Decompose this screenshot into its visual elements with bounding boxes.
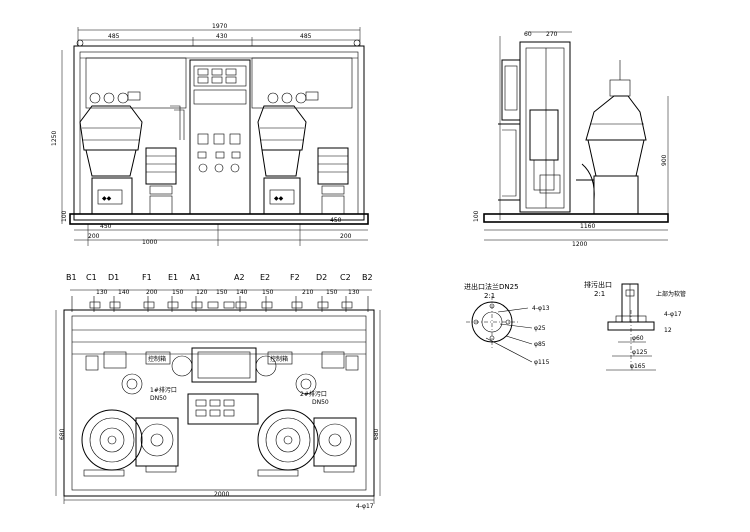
pipe-label-c1: C1: [86, 273, 97, 282]
pipe-label-f1: F1: [142, 273, 152, 282]
pipe-label-f2: F2: [290, 273, 300, 282]
drain-d3: φ165: [630, 363, 646, 370]
spacing-9: 150: [326, 289, 338, 296]
drain-d2: φ125: [632, 349, 648, 356]
flange-d2: φ85: [534, 341, 546, 348]
dim-base-1000: 1000: [142, 239, 157, 246]
flange-holes: 4-φ13: [532, 305, 550, 312]
drain-1-size: DN50: [150, 395, 167, 402]
separator-right: ◆◆: [257, 91, 349, 215]
spacing-6: 140: [236, 289, 248, 296]
dim-height-900: 900: [661, 154, 668, 166]
pipe-label-d2: D2: [316, 273, 327, 282]
tag-right: 控制箱: [270, 355, 288, 363]
separator-left: ◆◆: [79, 91, 185, 215]
flange-title: 进出口法兰DN25: [464, 282, 519, 291]
dim-base-200-right: 200: [340, 233, 352, 240]
spacing-8: 210: [302, 289, 314, 296]
detail-flange: 进出口法兰DN25 2:1 4-φ13 φ25 φ85 φ115: [464, 282, 550, 366]
pipe-label-b1: B1: [66, 273, 77, 282]
spacing-10: 130: [348, 289, 360, 296]
drain-1-label: 1#排污口: [150, 386, 177, 394]
dim-side-100: 100: [61, 210, 68, 222]
drain-2-label: 2#排污口: [300, 390, 327, 398]
spacing-3: 150: [172, 289, 184, 296]
detail-drain: 排污出口 2:1 上部为软管 4-φ17 φ60 φ125 φ165 12: [584, 280, 686, 371]
flange-scale: 2:1: [484, 292, 495, 300]
dim-height: 1250: [51, 131, 58, 146]
tag-left: 控制箱: [148, 355, 166, 363]
pipe-label-e1: E1: [168, 273, 178, 282]
pipe-label-b2: B2: [362, 273, 373, 282]
dim-top-270: 270: [546, 31, 558, 38]
spacing-1: 140: [118, 289, 130, 296]
plan-width-2000: 2000: [214, 491, 229, 498]
svg-text:◆◆: ◆◆: [274, 195, 284, 202]
spacing-0: 130: [96, 289, 108, 296]
flange-d3: φ115: [534, 359, 550, 366]
dim-width-1200: 1200: [572, 241, 587, 248]
drain-title: 排污出口: [584, 280, 612, 289]
pipe-label-c2: C2: [340, 273, 351, 282]
drain-2-size: DN50: [312, 399, 329, 406]
front-view: 1970 485 430 485: [51, 23, 369, 246]
drain-d1: φ60: [632, 335, 644, 342]
plan-height-right: 680: [373, 428, 380, 440]
dim-mid-part: 430: [216, 33, 228, 40]
drain-holes: 4-φ17: [664, 311, 682, 318]
pipe-label-a1: A1: [190, 273, 201, 282]
dim-top-60: 60: [524, 31, 532, 38]
dim-base-450-right: 450: [330, 217, 342, 224]
dim-width-1160: 1160: [580, 223, 595, 230]
drain-h: 12: [664, 327, 672, 334]
dim-left-part: 485: [108, 33, 120, 40]
plan-height-left: 680: [59, 428, 66, 440]
dim-base-left: 200: [88, 233, 100, 240]
drain-scale: 2:1: [594, 290, 605, 298]
pipe-label-a2: A2: [234, 273, 245, 282]
spacing-5: 150: [216, 289, 228, 296]
plan-view: B1 C1 D1 F1 E1 A1 A2 E2 F2 D2 C2 B2 130 …: [55, 273, 381, 510]
spacing-7: 150: [262, 289, 274, 296]
drain-note: 上部为软管: [656, 290, 686, 298]
side-view: 60 270 1160 1200 900 100: [473, 31, 669, 248]
pipe-label-d1: D1: [108, 273, 119, 282]
spacing-4: 120: [196, 289, 208, 296]
flange-d1: φ25: [534, 325, 546, 332]
pipe-label-e2: E2: [260, 273, 270, 282]
dim-total-width: 1970: [212, 23, 227, 30]
dim-height-100: 100: [473, 210, 480, 222]
dim-right-part: 485: [300, 33, 312, 40]
svg-text:◆◆: ◆◆: [102, 195, 112, 202]
spacing-2: 200: [146, 289, 158, 296]
plan-holes: 4-φ17: [356, 503, 374, 510]
dim-base-450-left: 450: [100, 223, 112, 230]
